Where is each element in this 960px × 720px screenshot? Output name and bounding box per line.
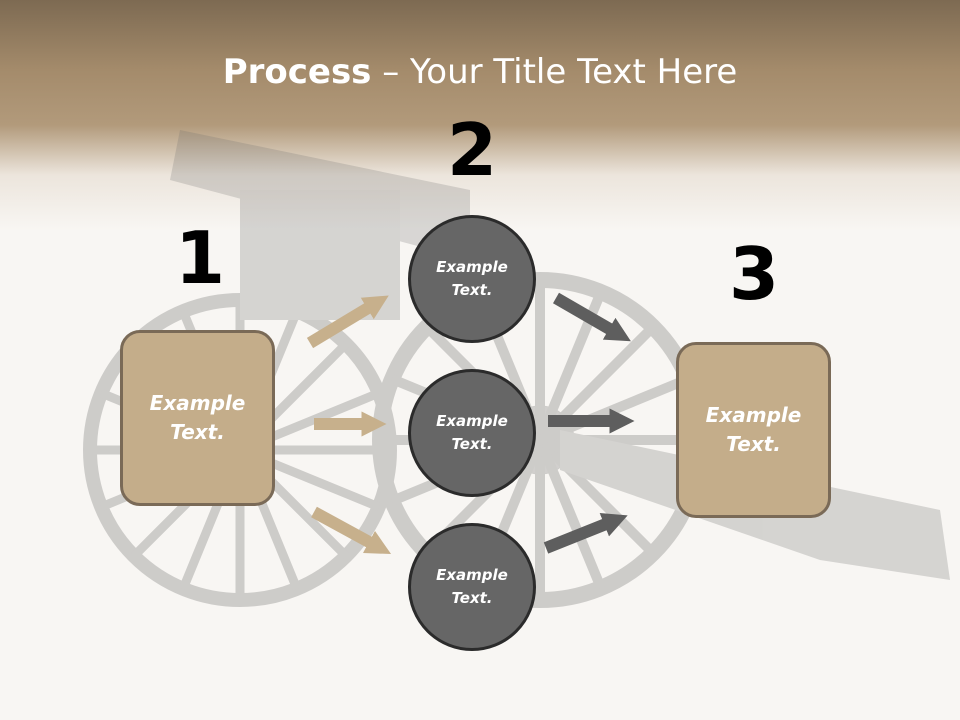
- step-2-circle-top[interactable]: Example Text.: [408, 215, 536, 343]
- step-1-box-line1: Example: [149, 391, 246, 415]
- step-1-box[interactable]: Example Text.: [120, 330, 275, 506]
- circle-middle-line2: Text.: [451, 435, 493, 453]
- slide-title: Process – Your Title Text Here: [0, 52, 960, 92]
- step-2-circle-bottom[interactable]: Example Text.: [408, 523, 536, 651]
- step-1-box-line2: Text.: [170, 420, 225, 444]
- step-number-2: 2: [446, 108, 498, 192]
- step-1-box-text: Example Text.: [150, 389, 246, 447]
- arrow-from-circle-3: [543, 512, 628, 554]
- circle-middle-line1: Example: [436, 412, 508, 430]
- step-3-box[interactable]: Example Text.: [676, 342, 831, 518]
- circle-bottom-line1: Example: [436, 566, 508, 584]
- step-number-3: 3: [728, 232, 780, 316]
- title-bold: Process: [222, 52, 372, 92]
- circle-top-text: Example Text.: [436, 256, 508, 302]
- circle-bottom-line2: Text.: [451, 589, 493, 607]
- step-2-circle-middle[interactable]: Example Text.: [408, 369, 536, 497]
- circle-top-line2: Text.: [451, 281, 493, 299]
- arrow-to-circle-1: [306, 295, 389, 349]
- step-3-box-line2: Text.: [726, 432, 781, 456]
- step-3-box-line1: Example: [705, 403, 802, 427]
- step-number-1: 1: [174, 216, 226, 300]
- step-3-box-text: Example Text.: [706, 401, 802, 459]
- arrow-from-circle-1: [552, 292, 631, 342]
- circle-top-line1: Example: [436, 258, 508, 276]
- circle-bottom-text: Example Text.: [436, 564, 508, 610]
- title-rest: – Your Title Text Here: [371, 52, 738, 92]
- circle-middle-text: Example Text.: [436, 410, 508, 456]
- arrow-to-circle-3: [311, 506, 392, 555]
